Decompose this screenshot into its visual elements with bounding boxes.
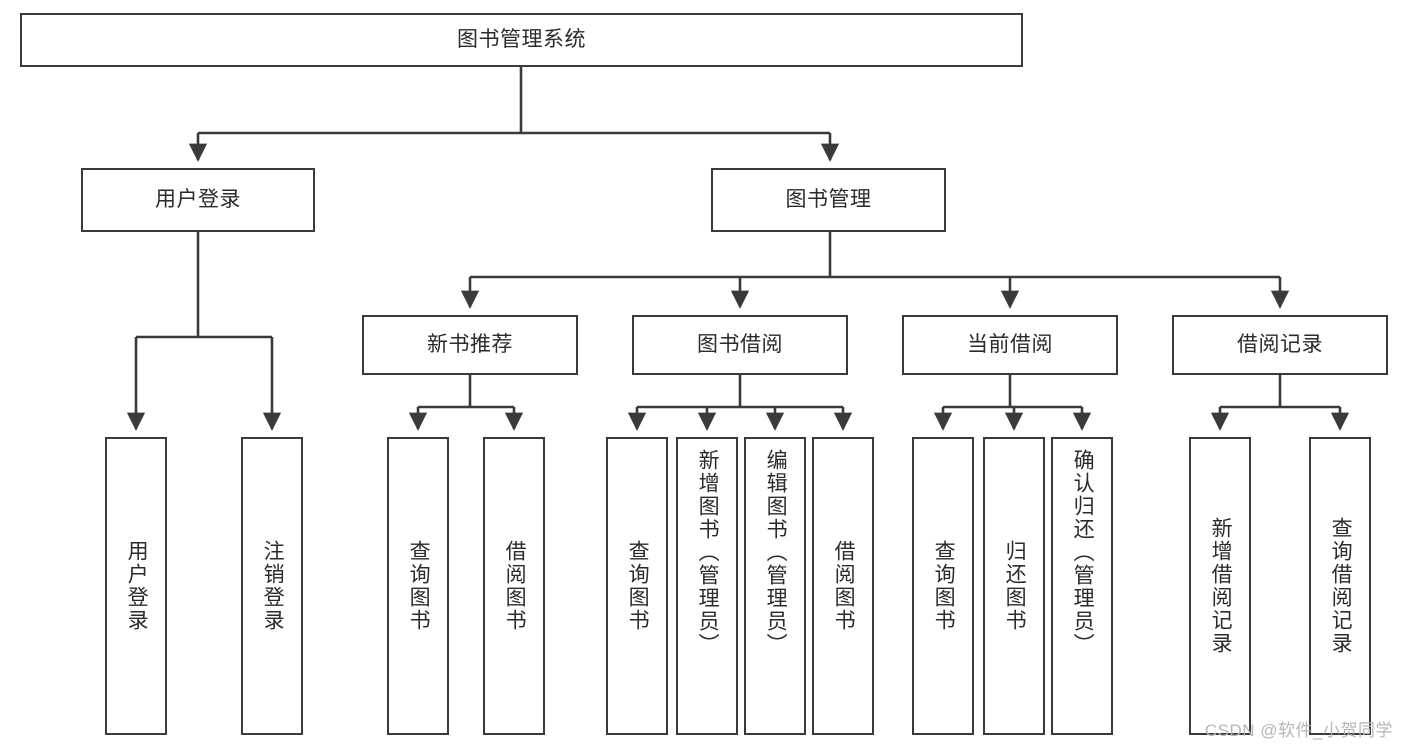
node-leaf-user-login[interactable]: 用户登录 (105, 437, 167, 735)
node-leaf-logout[interactable]: 注销登录 (241, 437, 303, 735)
node-book-manage[interactable]: 图书管理 (711, 168, 946, 232)
node-leaf-edit-book[interactable]: 编辑图书（管理员） (744, 437, 806, 735)
node-leaf-return-book-label: 归还图书 (1003, 540, 1027, 632)
node-leaf-add-book-label: 新增图书（管理员） (696, 449, 720, 656)
node-leaf-query-book-1-label: 查询图书 (407, 540, 431, 632)
node-book-borrow[interactable]: 图书借阅 (632, 315, 848, 375)
node-current-borrow-label: 当前借阅 (967, 332, 1053, 356)
node-user-login[interactable]: 用户登录 (81, 168, 315, 232)
node-leaf-add-record[interactable]: 新增借阅记录 (1189, 437, 1251, 735)
node-leaf-query-book-3-label: 查询图书 (932, 540, 956, 632)
node-borrow-record-label: 借阅记录 (1237, 332, 1323, 356)
node-new-book-recommend-label: 新书推荐 (427, 332, 513, 356)
node-book-manage-label: 图书管理 (785, 187, 872, 211)
node-book-borrow-label: 图书借阅 (697, 332, 783, 356)
node-leaf-confirm-return[interactable]: 确认归还（管理员） (1051, 437, 1113, 735)
node-user-login-label: 用户登录 (155, 187, 241, 211)
csdn-watermark: CSDN @软件_小贺同学 (1204, 721, 1393, 740)
node-root[interactable]: 图书管理系统 (20, 13, 1023, 67)
node-leaf-confirm-return-label: 确认归还（管理员） (1071, 449, 1095, 656)
node-leaf-add-book[interactable]: 新增图书（管理员） (676, 437, 738, 735)
node-leaf-query-record[interactable]: 查询借阅记录 (1309, 437, 1371, 735)
node-current-borrow[interactable]: 当前借阅 (902, 315, 1118, 375)
node-leaf-query-book-2-label: 查询图书 (626, 540, 650, 632)
node-new-book-recommend[interactable]: 新书推荐 (362, 315, 578, 375)
node-leaf-logout-label: 注销登录 (261, 540, 285, 632)
node-leaf-query-book-2[interactable]: 查询图书 (606, 437, 668, 735)
node-leaf-edit-book-label: 编辑图书（管理员） (764, 449, 788, 656)
node-root-label: 图书管理系统 (457, 27, 586, 51)
node-borrow-record[interactable]: 借阅记录 (1172, 315, 1388, 375)
node-leaf-borrow-book-2-label: 借阅图书 (832, 540, 856, 632)
node-leaf-query-record-label: 查询借阅记录 (1329, 517, 1353, 655)
node-leaf-query-book-1[interactable]: 查询图书 (387, 437, 449, 735)
node-leaf-borrow-book-1-label: 借阅图书 (503, 540, 527, 632)
node-leaf-query-book-3[interactable]: 查询图书 (912, 437, 974, 735)
node-leaf-add-record-label: 新增借阅记录 (1209, 517, 1233, 655)
node-leaf-borrow-book-2[interactable]: 借阅图书 (812, 437, 874, 735)
node-leaf-borrow-book-1[interactable]: 借阅图书 (483, 437, 545, 735)
node-leaf-user-login-label: 用户登录 (125, 540, 149, 632)
node-leaf-return-book[interactable]: 归还图书 (983, 437, 1045, 735)
